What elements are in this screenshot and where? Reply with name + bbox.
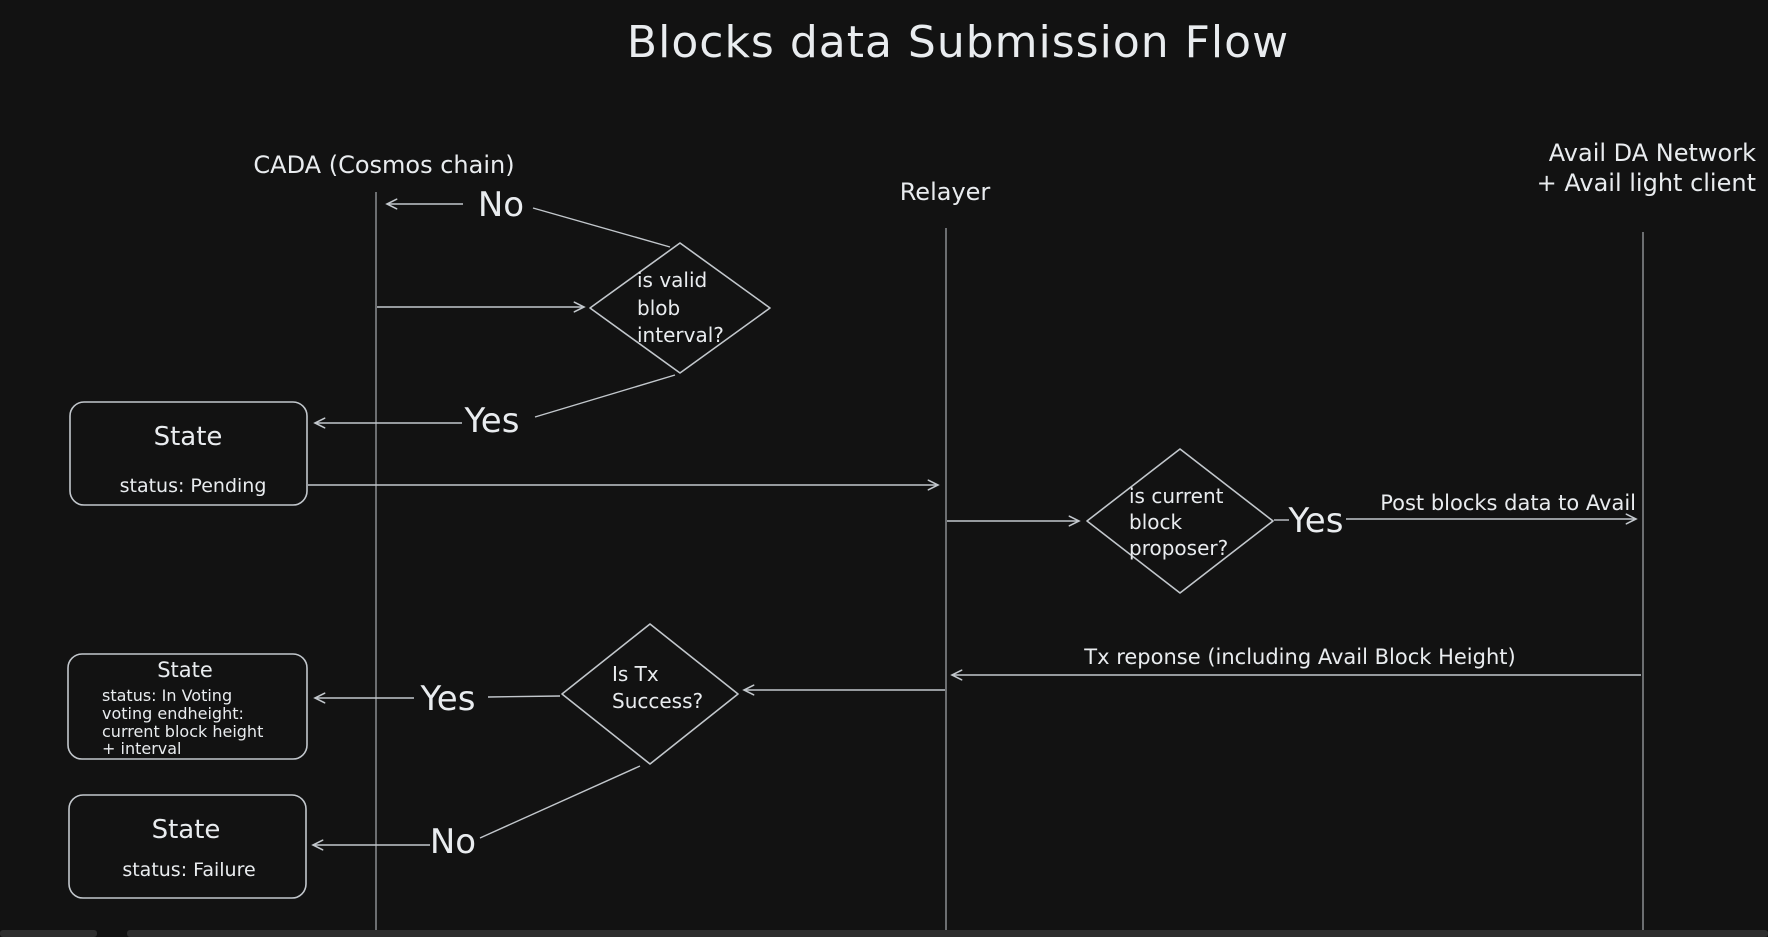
decision-tx-line1: Is Tx xyxy=(612,662,659,686)
label-blob-no: No xyxy=(478,185,524,225)
decision-blob-line3: interval? xyxy=(637,323,724,347)
decision-is-current-block-proposer xyxy=(1086,448,1274,594)
label-tx-no: No xyxy=(430,822,476,862)
label-blob-yes: Yes xyxy=(464,401,520,441)
message-tx-response-label: Tx reponse (including Avail Block Height… xyxy=(1083,645,1515,669)
decision-proposer-line2: block xyxy=(1129,510,1182,534)
message-post-blocks-label: Post blocks data to Avail xyxy=(1380,491,1636,515)
state-in-voting-title: State xyxy=(157,658,213,682)
label-proposer-yes: Yes xyxy=(1288,501,1344,541)
label-tx-yes: Yes xyxy=(420,679,476,719)
state-in-voting-line2: voting endheight: xyxy=(102,704,244,723)
decision-is-valid-blob-interval xyxy=(589,242,771,374)
state-in-voting-line4: + interval xyxy=(102,739,182,758)
actor-label-avail-line2: + Avail light client xyxy=(1537,169,1756,197)
state-in-voting-line3: current block height xyxy=(102,722,263,741)
state-failure-status: status: Failure xyxy=(122,859,255,881)
state-in-voting-box xyxy=(67,653,308,760)
decision-is-tx-success xyxy=(561,623,739,765)
diagram-title: Blocks data Submission Flow xyxy=(627,17,1289,68)
decision-proposer-line3: proposer? xyxy=(1129,536,1228,560)
connector-blob-decision-to-no xyxy=(532,207,671,248)
scrollbar-fragment-left[interactable] xyxy=(0,930,97,937)
state-in-voting-line1: status: In Voting xyxy=(102,686,232,705)
actor-label-avail-line1: Avail DA Network xyxy=(1549,139,1756,167)
decision-blob-line1: is valid xyxy=(637,268,707,292)
connector-blob-decision-to-yes xyxy=(534,374,676,418)
state-failure-title: State xyxy=(152,815,221,845)
state-pending-title: State xyxy=(154,422,223,452)
state-pending-box xyxy=(69,401,308,506)
state-failure-box xyxy=(68,794,307,899)
decision-blob-line2: blob xyxy=(637,296,680,320)
scrollbar-horizontal[interactable] xyxy=(127,930,1768,937)
decision-tx-line2: Success? xyxy=(612,689,703,713)
connector-tx-decision-to-no xyxy=(479,765,641,839)
actor-label-cada: CADA (Cosmos chain) xyxy=(253,151,514,179)
decision-proposer-line1: is current xyxy=(1129,484,1224,508)
connector-tx-decision-to-yes xyxy=(487,695,561,698)
state-pending-status: status: Pending xyxy=(120,475,267,497)
actor-label-relayer: Relayer xyxy=(900,178,991,206)
